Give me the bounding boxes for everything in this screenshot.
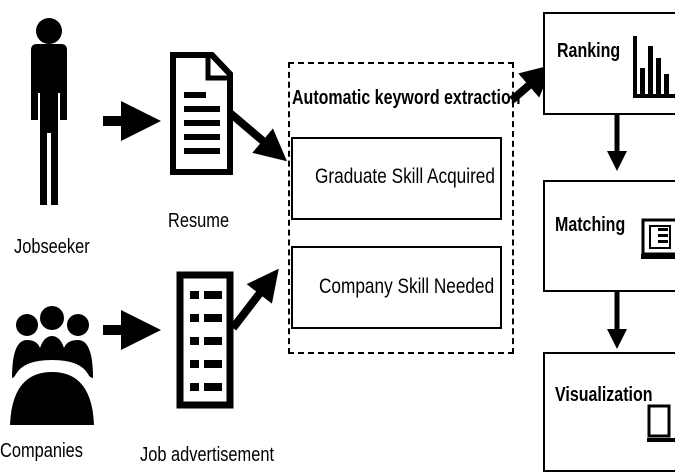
- visualization-box: Visualization: [543, 352, 675, 472]
- keyword-extraction-title: Automatic keyword extraction: [292, 87, 521, 109]
- arrow-resume-extraction: [227, 109, 287, 162]
- resume-label: Resume: [168, 210, 230, 232]
- graduate-skill-box: Graduate Skill Acquired: [291, 137, 502, 220]
- jobseeker-label: Jobseeker: [14, 236, 90, 258]
- matching-box: Matching: [543, 180, 675, 292]
- group-icon: [10, 306, 94, 425]
- document-icon: [170, 52, 233, 175]
- job-advertisement-label: Job advertisement: [140, 444, 275, 466]
- bar-chart-icon: [633, 36, 675, 98]
- company-skill-text: Company Skill Needed: [319, 275, 495, 298]
- company-skill-box: Company Skill Needed: [291, 246, 502, 329]
- monitor-icon: [647, 404, 675, 442]
- visualization-label: Visualization: [555, 384, 653, 406]
- ranking-label: Ranking: [557, 40, 621, 62]
- keyword-extraction-group: [288, 62, 514, 354]
- arrow-extraction-ranking: [509, 64, 553, 104]
- companies-label: Companies: [0, 440, 83, 462]
- matching-icon: [641, 218, 675, 259]
- graduate-skill-text: Graduate Skill Acquired: [315, 165, 495, 188]
- checklist-icon: [176, 271, 234, 409]
- matching-label: Matching: [555, 214, 626, 236]
- ranking-box: Ranking: [543, 12, 675, 115]
- person-icon: [31, 18, 67, 205]
- arrow-jobad-extraction: [229, 268, 279, 331]
